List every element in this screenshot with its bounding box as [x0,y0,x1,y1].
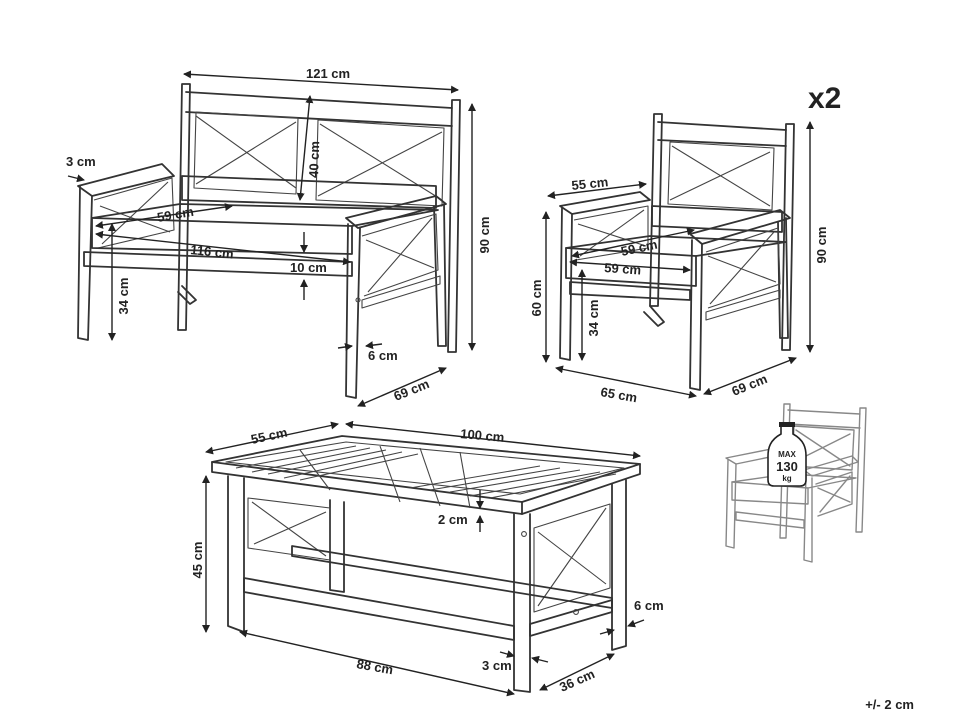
chair-quantity-label: x2 [808,82,841,115]
bench-height-label: 90 cm [477,217,492,254]
chair-drawing [559,113,795,391]
bench-seat-depth-label: 59 cm [156,204,195,225]
bench-seat-width-label: 116 cm [190,242,235,261]
chair-dimensions: 55 cm 90 cm 59 cm 59 cm 60 cm 34 cm 65 c… [529,121,829,405]
chair-height-label: 90 cm [814,227,829,264]
bench-drawing [77,83,461,399]
bench-dimensions: 121 cm 90 cm 69 cm 3 cm 40 cm 59 cm 116 … [66,66,492,407]
load-capacity-chair-illustration [725,403,867,563]
table-top-thickness-label: 2 cm [438,512,468,527]
table-depth-label: 55 cm [250,425,289,447]
table-drawing [211,435,641,693]
load-value-label: 130 [776,459,798,474]
load-max-label: MAX [778,450,796,459]
bench-depth-label: 69 cm [392,376,432,404]
weight-bottle-icon [767,425,807,487]
bench-seat-height-label: 34 cm [116,278,131,315]
table-inner-depth-label: 36 cm [557,666,597,695]
chair-width-label: 65 cm [599,384,638,405]
table-inner-length-label: 88 cm [355,656,394,677]
table-dimensions: 55 cm 100 cm 2 cm 45 cm 6 cm 88 cm 3 cm … [190,420,664,697]
chair-depth-label: 69 cm [730,371,770,399]
bench-width-label: 121 cm [306,66,350,81]
table-frame-offset-label: 3 cm [482,658,512,673]
table-width-label: 100 cm [460,426,505,445]
load-unit-label: kg [782,474,791,483]
chair-seat-width-label: 59 cm [604,260,642,278]
tolerance-note: +/- 2 cm [865,697,914,712]
chair-seat-depth-label: 59 cm [620,237,659,259]
bench-back-height-label: 40 cm [306,141,322,178]
table-height-label: 45 cm [190,542,205,579]
chair-arm-height-label: 55 cm [571,174,609,193]
table-leg-thickness-label: 6 cm [634,598,664,613]
chair-seat-height-label: 34 cm [586,300,601,337]
bench-leg-thickness-label: 6 cm [368,348,398,363]
bench-arm-thickness-label: 3 cm [66,154,96,169]
bench-cushion-thickness-label: 10 cm [290,260,327,275]
chair-total-seat-height-label: 60 cm [529,280,544,317]
load-badge: MAX 130 kg [767,422,807,487]
